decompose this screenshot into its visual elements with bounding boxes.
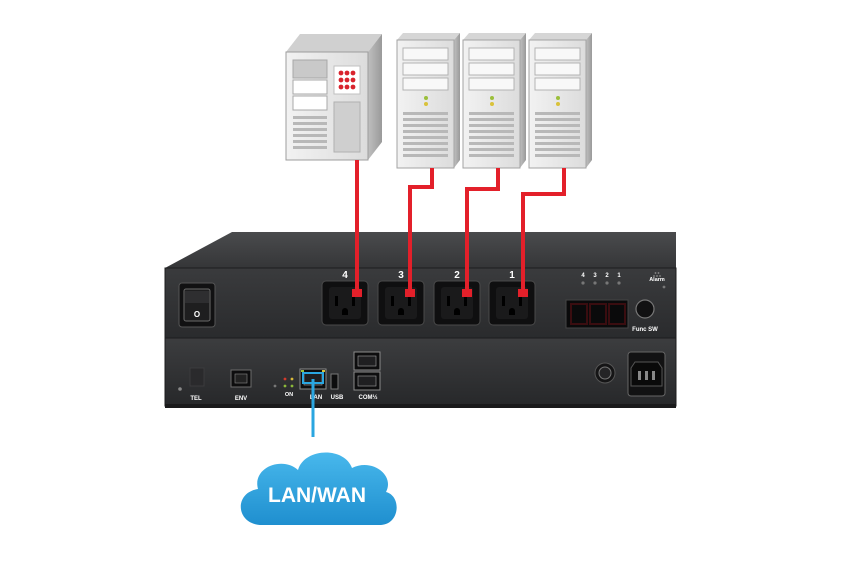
led-number-1: 1 [617, 273, 621, 279]
alarm-label: Alarm [649, 277, 665, 283]
red-grid-icon [338, 70, 356, 90]
alarm-led [662, 285, 666, 289]
power-cable-3 [408, 168, 434, 291]
com-label: COM½ [358, 394, 377, 401]
env-port[interactable] [230, 369, 252, 388]
outlet-3[interactable] [377, 280, 425, 326]
cloud-label: LAN/WAN [268, 484, 366, 507]
led-number-4: 4 [581, 273, 585, 279]
usb-label: USB [331, 395, 344, 401]
power-switch[interactable]: O [178, 282, 216, 328]
power-cables [355, 160, 566, 291]
env-label: ENV [235, 396, 247, 402]
fuse-holder[interactable] [594, 362, 616, 384]
power-cable-2 [465, 168, 500, 291]
usb-port[interactable] [330, 373, 339, 390]
power-switch-mark: O [194, 310, 200, 319]
outlet-4[interactable] [321, 280, 369, 326]
com-ports[interactable] [353, 351, 381, 391]
func-sw-label: Func SW [632, 327, 658, 333]
cloud-icon [240, 452, 397, 525]
pdu-unit: O 4 3 2 1 [164, 232, 677, 408]
outlet-number-3: 3 [398, 270, 404, 281]
tel-port[interactable] [178, 387, 182, 391]
outlet-status-leds: 4 3 2 1 [581, 273, 621, 285]
server-3 [462, 33, 526, 169]
server-1 [285, 34, 382, 161]
outlet-2[interactable] [433, 280, 481, 326]
outlet-number-4: 4 [342, 270, 348, 281]
server-2 [396, 33, 460, 169]
led-number-2: 2 [605, 273, 609, 279]
lan-label: LAN [310, 395, 322, 401]
outlet-number-1: 1 [509, 270, 515, 281]
led-number-3: 3 [593, 273, 597, 279]
tel-label: TEL [190, 396, 202, 402]
network-plug [302, 372, 324, 384]
ac-power-inlet[interactable] [627, 351, 666, 397]
server-4 [528, 33, 592, 169]
power-cable-1 [521, 168, 566, 291]
seven-segment-display [565, 299, 629, 329]
outlet-1[interactable] [488, 280, 536, 326]
func-sw-button[interactable] [635, 299, 655, 319]
on-label: ON [285, 392, 293, 398]
plug-heads [352, 289, 528, 297]
alarm-speaker-icon [653, 272, 661, 277]
outlet-number-2: 2 [454, 270, 460, 281]
